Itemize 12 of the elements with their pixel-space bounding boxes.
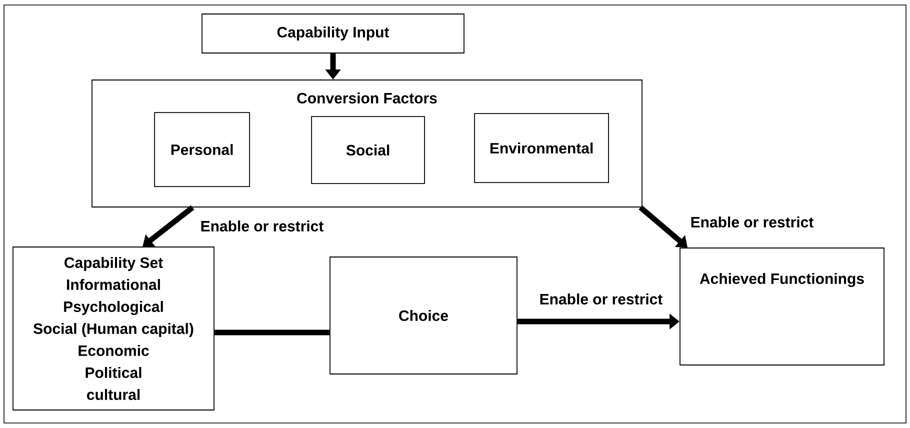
edge-label: Enable or restrict bbox=[538, 292, 664, 306]
process-box: Social bbox=[311, 116, 425, 184]
process-box: Choice bbox=[330, 256, 518, 374]
arrow bbox=[638, 205, 688, 248]
edge-label: Enable or restrict bbox=[689, 215, 815, 228]
process-box: Environmental bbox=[474, 113, 609, 183]
edge-label: Enable or restrict bbox=[199, 220, 325, 232]
process-box: Capability Input bbox=[202, 14, 464, 54]
process-box: Achieved Functionings bbox=[680, 248, 884, 366]
list-box: Capability Set Informational Psychological Social (Human capital) Economic Political cultural bbox=[12, 246, 214, 410]
arrow bbox=[142, 205, 194, 247]
process-box: Personal bbox=[154, 112, 250, 187]
